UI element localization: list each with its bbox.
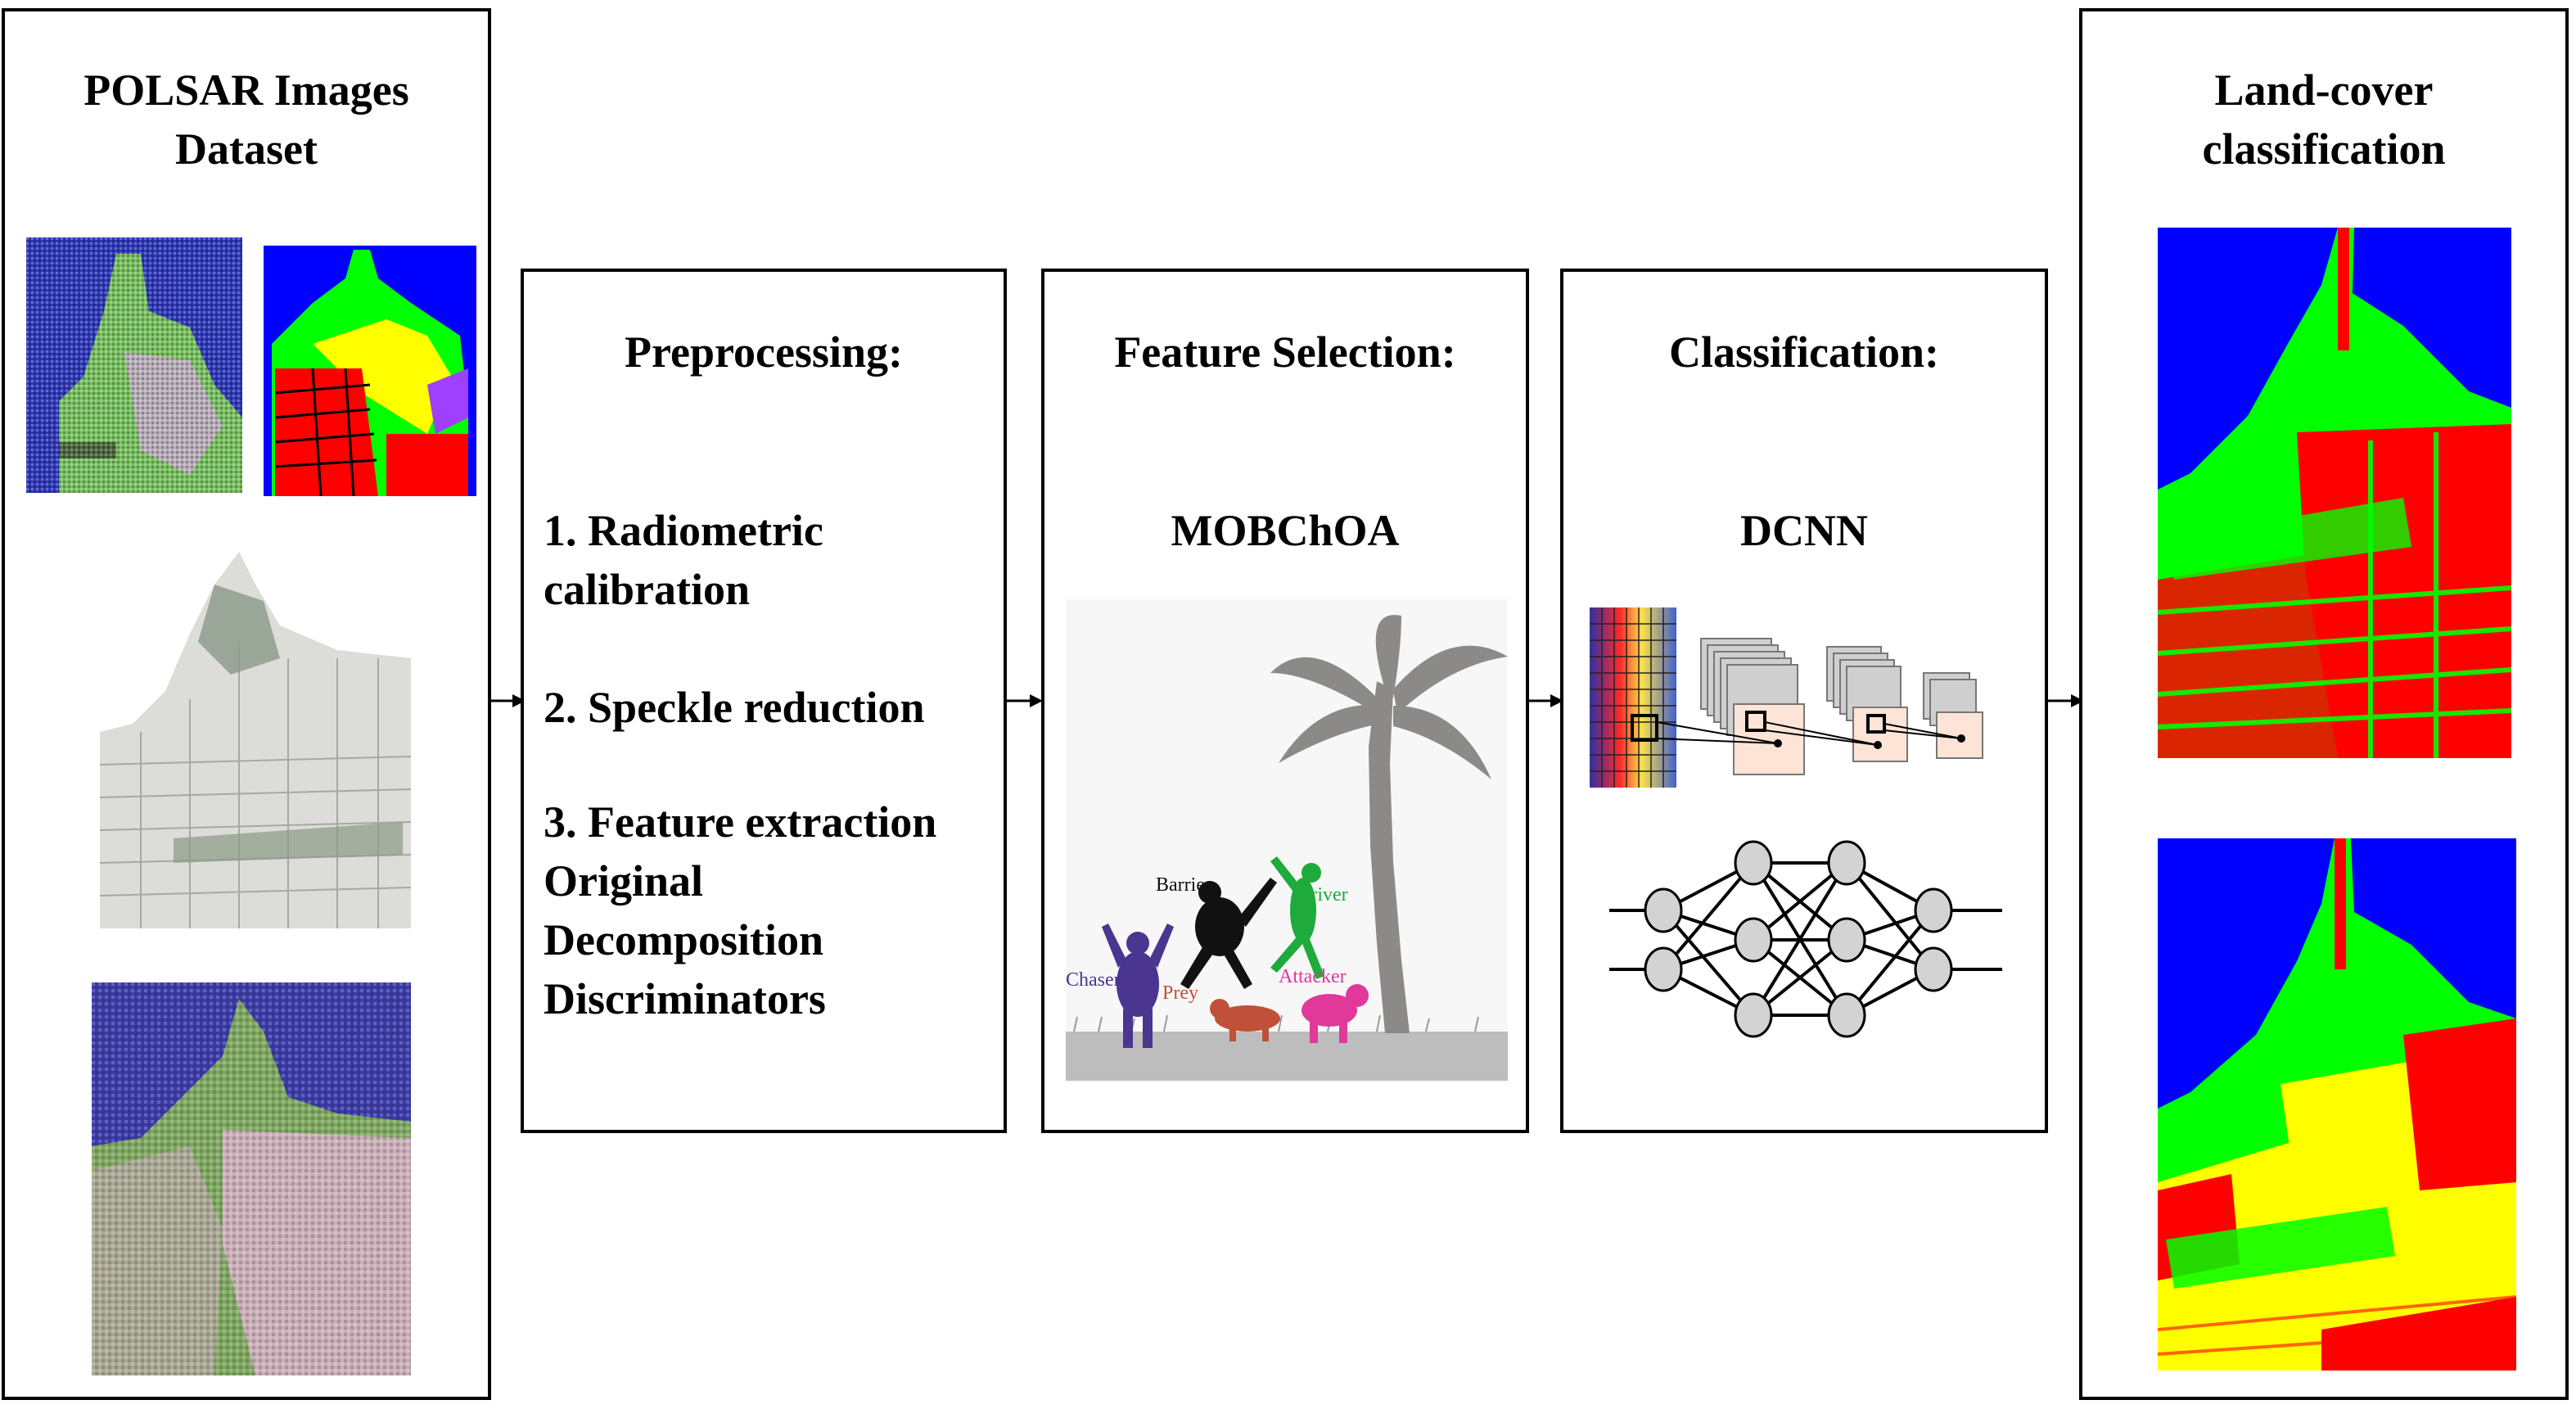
ground-truth-map (264, 246, 476, 497)
sar-grayscale-image (99, 552, 412, 928)
chaser-chimp-icon (1102, 924, 1174, 1048)
feature-selection-title: Feature Selection: (1114, 327, 1456, 377)
classification-result-map-2 (2157, 838, 2517, 1371)
step-calibration: calibration (544, 565, 750, 614)
label-chaser: Chaser (1066, 969, 1121, 991)
arrow-feature-selection-to-classification (1526, 694, 1563, 707)
preprocessing-panel: Preprocessing: 1. Radiometric calibratio… (521, 269, 1007, 1133)
cnn-architecture-illustration (1590, 607, 1983, 788)
palm-tree-icon (1270, 615, 1508, 1033)
classification-title: Classification: (1669, 327, 1939, 377)
step-speckle-reduction: 2. Speckle reduction (544, 683, 925, 732)
feature-selection-panel: Feature Selection: MOBChOA (1041, 269, 1529, 1133)
output-panel: Land-cover classification (2079, 8, 2569, 1400)
label-barrier: Barrier (1156, 874, 1211, 896)
label-driver: Driver (1297, 884, 1348, 905)
step-original: Original (544, 856, 704, 905)
step-decomposition: Decomposition (544, 915, 823, 964)
attacker-chimp-icon (1302, 984, 1369, 1043)
barrier-chimp-icon (1180, 878, 1277, 989)
output-title: Land-cover classification (2202, 65, 2446, 174)
classification-result-map-1 (2157, 228, 2512, 758)
arrow-classification-to-output (2046, 694, 2084, 707)
label-attacker: Attacker (1279, 966, 1347, 987)
ground (1066, 1032, 1508, 1081)
step-discriminators: Discriminators (544, 974, 826, 1023)
classification-panel: Classification: DCNN (1560, 269, 2048, 1133)
step-radiometric: 1. Radiometric (544, 506, 823, 555)
input-feature-map (1590, 607, 1676, 788)
step-feature-extraction: 3. Feature extraction (544, 797, 937, 847)
dataset-panel: POLSAR Images Dataset (2, 8, 491, 1400)
preprocessing-steps: 1. Radiometric calibration 2. Speckle re… (544, 501, 936, 1028)
prey-chimp-icon (1210, 999, 1280, 1041)
feature-selection-method: MOBChOA (1171, 506, 1400, 555)
classification-method: DCNN (1740, 506, 1868, 555)
driver-chimp-icon (1270, 856, 1324, 979)
label-prey: Prey (1162, 982, 1198, 1004)
sar-pauli-image-small (26, 237, 242, 493)
preprocessing-title: Preprocessing: (625, 327, 903, 377)
arrow-dataset-to-preprocessing (488, 694, 526, 707)
fully-connected-network-illustration (1609, 840, 2002, 1038)
sar-pauli-image-large (92, 982, 411, 1375)
arrow-preprocessing-to-feature-selection (1005, 694, 1043, 707)
dataset-title: POLSAR Images Dataset (83, 65, 409, 174)
chimp-optimization-illustration: Barrier Driver Chaser Prey Attacker (1066, 599, 1508, 1082)
